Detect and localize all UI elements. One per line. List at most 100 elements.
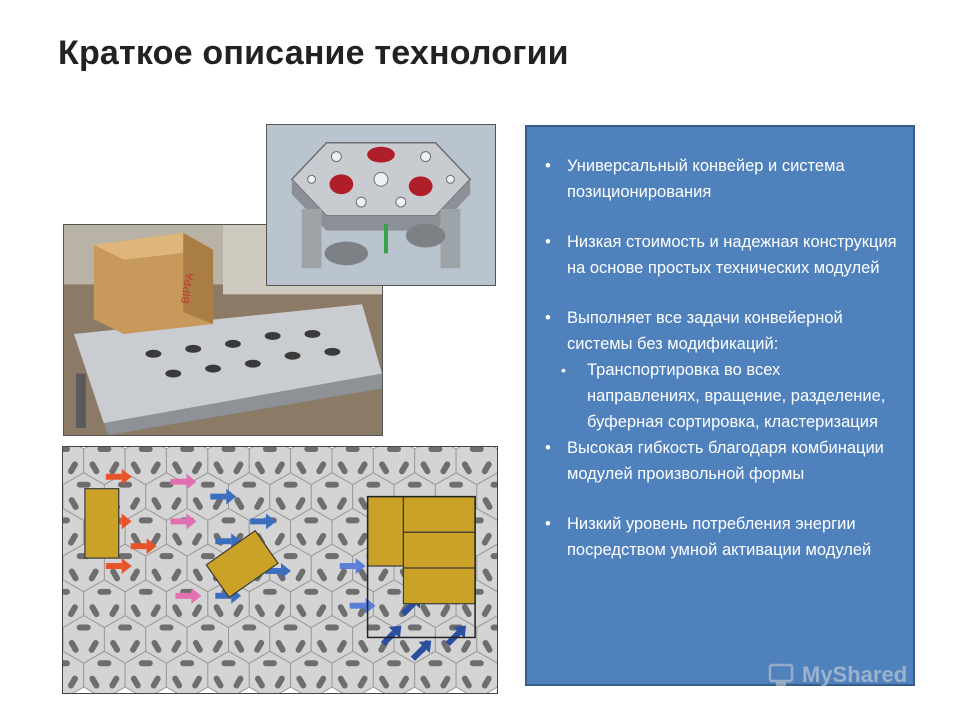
- roller-slot: [449, 481, 464, 488]
- roller-slot: [358, 639, 369, 653]
- roller-slot: [97, 660, 112, 667]
- roller-slot: [296, 532, 307, 546]
- roller-slot: [407, 481, 422, 488]
- roller-slot: [110, 568, 121, 582]
- roller-slot: [254, 675, 265, 689]
- direction-arrow-icon: [339, 558, 366, 574]
- roller-slot: [212, 497, 223, 510]
- roller-slot: [337, 604, 348, 618]
- roller-slot: [317, 639, 327, 653]
- roller-slot: [150, 604, 161, 618]
- roller-slot: [213, 461, 224, 475]
- info-panel: Универсальный конвейер и система позицио…: [525, 125, 915, 686]
- roller-slot: [192, 639, 203, 653]
- roller-slot: [67, 461, 78, 475]
- roller-slot: [130, 461, 141, 475]
- package-box: [366, 496, 405, 567]
- roller-slot: [221, 660, 236, 667]
- roller-slot: [68, 497, 79, 510]
- roller-slot: [213, 675, 224, 689]
- roller-slot: [296, 604, 307, 618]
- roller-slot: [420, 604, 431, 618]
- roller-slot: [192, 497, 203, 510]
- roller-slot: [172, 532, 183, 546]
- roller-slot: [109, 604, 120, 618]
- bullet-item: Выполняет все задачи конвейерной системы…: [539, 305, 897, 357]
- roller-slot: [192, 461, 203, 475]
- roller-slot: [130, 675, 141, 689]
- direction-arrow-icon: [130, 538, 157, 555]
- roller-slot: [481, 461, 492, 475]
- roller-slot: [172, 675, 183, 689]
- roller-slot: [200, 624, 215, 631]
- bullet-item: Универсальный конвейер и система позицио…: [539, 153, 897, 205]
- roller-slot: [461, 604, 472, 618]
- roller-slot: [304, 660, 319, 667]
- roller-slot: [324, 481, 339, 488]
- roller-slot: [481, 532, 492, 546]
- roller-slot: [150, 675, 161, 689]
- roller-slot: [469, 660, 484, 667]
- roller-slot: [97, 447, 112, 452]
- direction-arrow-icon: [175, 587, 202, 604]
- roller-slot: [316, 675, 327, 689]
- direction-arrow-icon: [250, 513, 277, 530]
- roller-slot: [76, 624, 91, 631]
- roller-slot: [366, 624, 381, 631]
- watermark-text: MyShared: [802, 662, 908, 687]
- direction-arrow-icon: [265, 563, 291, 579]
- roller-slot: [192, 675, 203, 689]
- roller-slot: [68, 568, 79, 582]
- roller-slot: [234, 497, 245, 510]
- roller-slot: [387, 588, 401, 595]
- roller-slot: [482, 639, 493, 653]
- roller-slot: [138, 660, 153, 667]
- roller-slot: [233, 604, 244, 618]
- roller-slot: [138, 517, 153, 524]
- roller-slot: [428, 447, 443, 452]
- roller-slot: [275, 497, 286, 510]
- slide-title: Краткое описание технологии: [58, 34, 569, 72]
- roller-slot: [89, 604, 100, 618]
- roller-slot: [221, 517, 236, 524]
- roller-slot: [345, 517, 360, 524]
- package-box: [84, 488, 120, 559]
- roller-slot: [138, 447, 153, 452]
- roller-slot: [490, 553, 497, 560]
- roller-slot: [387, 447, 401, 452]
- sub-list: Транспортировка во всех направлениях, вр…: [539, 357, 897, 435]
- roller-slot: [109, 461, 120, 475]
- roller-slot: [345, 660, 360, 667]
- package-box: [402, 496, 476, 533]
- roller-slot: [150, 532, 161, 546]
- roller-slot: [399, 639, 410, 653]
- package-box: [402, 531, 476, 569]
- roller-slot: [89, 461, 100, 475]
- roller-slot: [490, 481, 497, 488]
- roller-slot: [275, 639, 286, 653]
- roller-slot: [109, 675, 120, 689]
- roller-slot: [67, 604, 78, 618]
- roller-slot: [420, 461, 431, 475]
- roller-slot: [324, 553, 339, 560]
- roller-slot: [63, 588, 70, 595]
- roller-slot: [118, 481, 133, 488]
- bullet-item: Низкая стоимость и надежная конструкция …: [539, 229, 897, 281]
- roller-slot: [67, 532, 78, 546]
- sub-bullet-item: Транспортировка во всех направлениях, вр…: [539, 357, 897, 435]
- roller-slot: [159, 481, 174, 488]
- hex-grid-diagram: [62, 446, 498, 694]
- roller-slot: [399, 461, 409, 475]
- roller-slot: [172, 604, 183, 618]
- roller-slot: [283, 553, 298, 560]
- roller-slot: [242, 481, 257, 488]
- direction-arrow-icon: [105, 558, 132, 574]
- roller-slot: [337, 461, 348, 475]
- roller-slot: [159, 624, 174, 631]
- roller-slot: [440, 675, 451, 689]
- roller-slot: [337, 532, 348, 546]
- roller-slot: [440, 604, 451, 618]
- roller-slot: [407, 624, 422, 631]
- roller-slot: [118, 553, 133, 560]
- roller-slot: [192, 568, 203, 582]
